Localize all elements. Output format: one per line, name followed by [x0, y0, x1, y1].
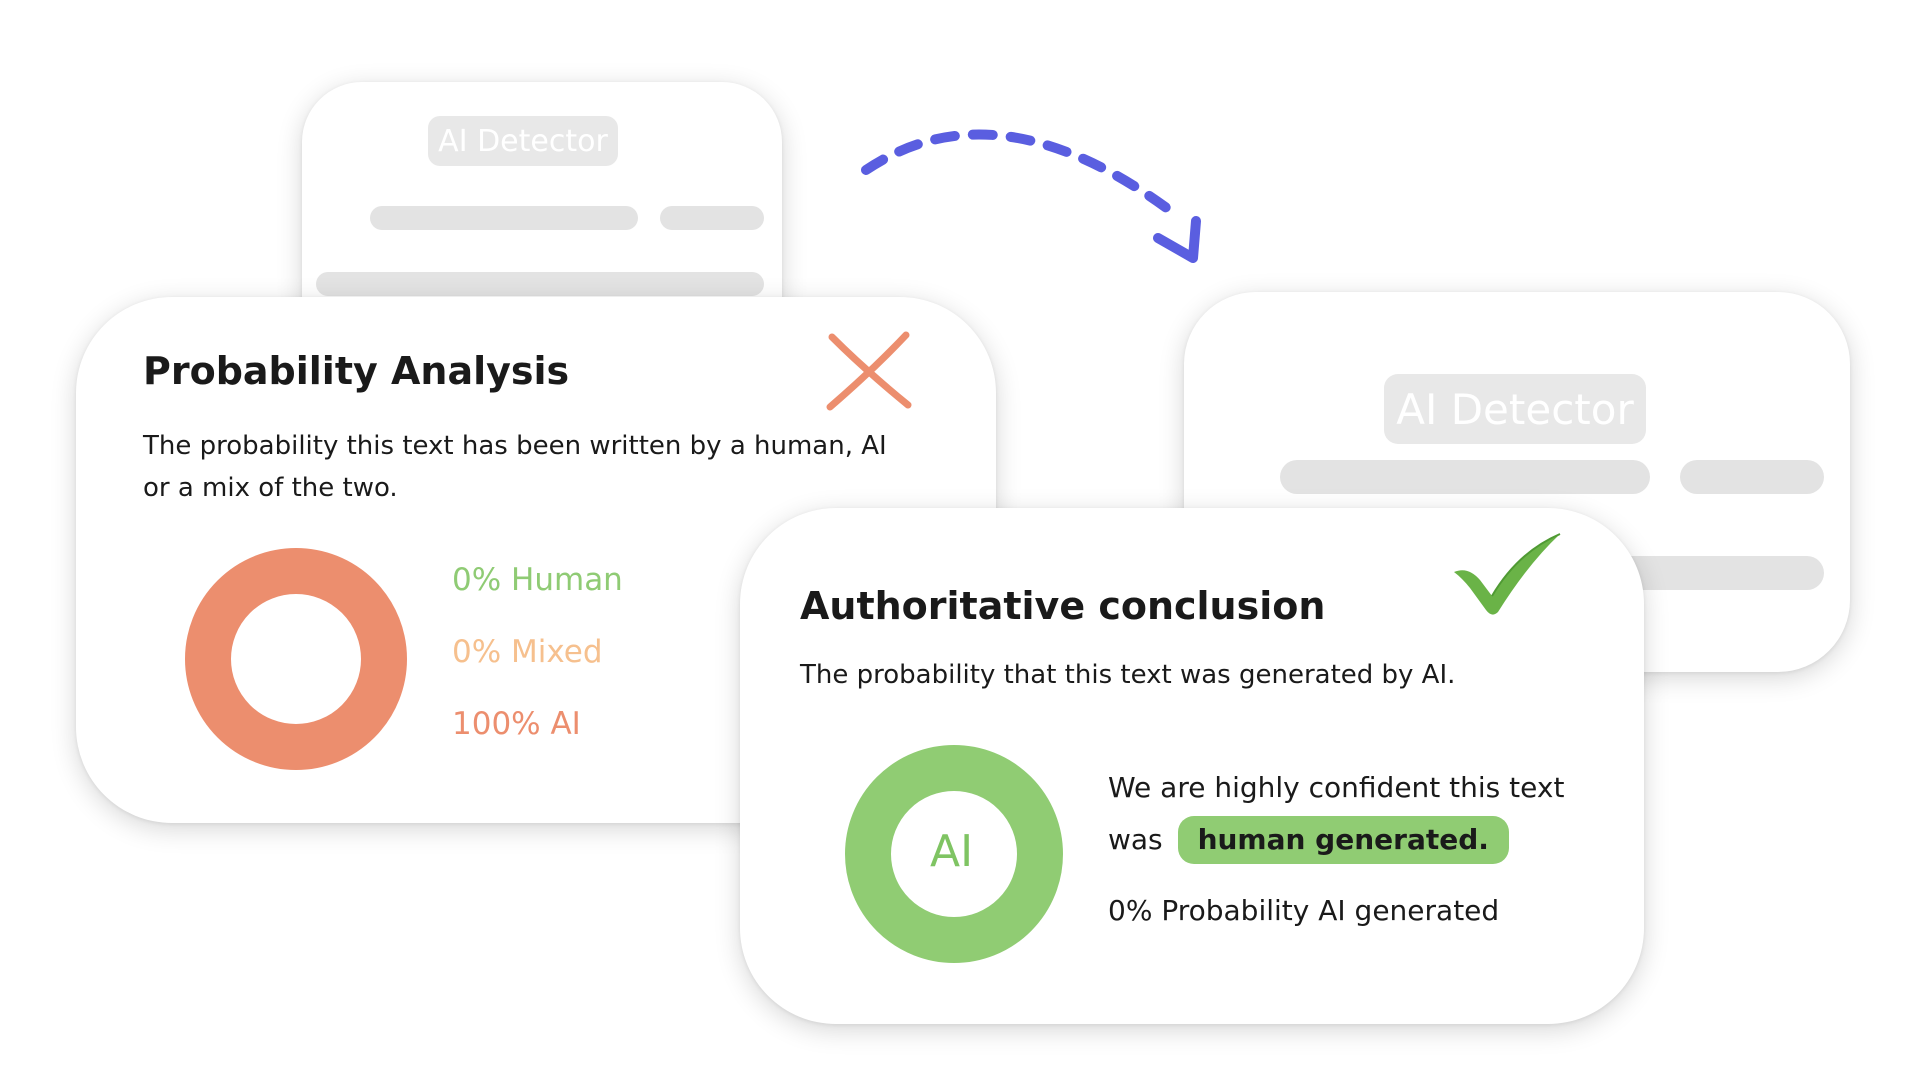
card-title: Authoritative conclusion	[800, 584, 1326, 628]
legend-human: 0% Human	[452, 562, 623, 598]
message-prefix: We are highly confident this text was	[1108, 771, 1565, 856]
ai-ring-chart	[845, 745, 1063, 963]
cross-icon	[826, 331, 912, 411]
ring-center-label: AI	[930, 826, 974, 877]
ai-detector-badge: AI Detector	[1384, 374, 1646, 444]
card-description: The probability that this text was gener…	[800, 660, 1456, 690]
authoritative-conclusion-card: Authoritative conclusion The probability…	[740, 508, 1644, 1024]
card-title: Probability Analysis	[143, 349, 570, 393]
donut-segment-ai	[185, 548, 407, 770]
card-description: The probability this text has been writt…	[143, 431, 887, 503]
placeholder-bar	[1280, 460, 1650, 494]
probability-donut-chart	[185, 548, 407, 770]
ai-detector-badge: AI Detector	[428, 116, 618, 166]
placeholder-bar	[316, 272, 764, 296]
placeholder-bar	[1680, 460, 1824, 494]
result-highlight-badge: human generated.	[1177, 816, 1509, 864]
legend-ai: 100% AI	[452, 706, 581, 742]
legend-mixed: 0% Mixed	[452, 634, 603, 670]
confidence-message: We are highly confident this text was hu…	[1108, 762, 1588, 866]
probability-line: 0% Probability AI generated	[1108, 894, 1500, 927]
placeholder-bar	[370, 206, 638, 230]
dashed-arrow-icon	[861, 129, 1201, 263]
ring-segment	[845, 745, 1063, 963]
placeholder-bar	[660, 206, 764, 230]
check-icon	[1454, 533, 1561, 615]
